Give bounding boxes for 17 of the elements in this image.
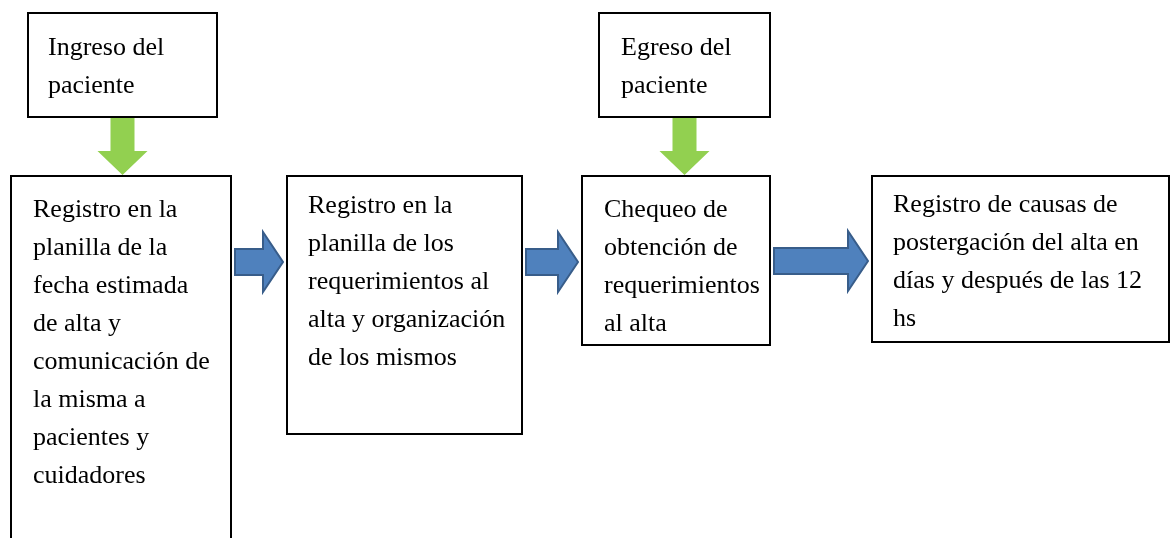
box-text: Egreso del paciente [621,31,733,101]
block-arrow [773,227,870,295]
box-text: Chequeo de obtención de requerimientos al alta [604,193,759,339]
block-arrow [525,228,580,296]
block-arrow [659,118,710,175]
process-box [27,12,218,118]
block-arrow [234,228,285,296]
box-text: Registro en la planilla de la fecha estimada de alta y comunicación de la misma a pacientes y cuidadores [33,193,211,491]
block-arrow [97,118,148,175]
process-box [286,175,523,435]
box-text: Ingreso del paciente [48,31,166,101]
process-box [10,175,232,538]
box-text: Registro de causas de postergación del alta en días y después de las 12 hs [893,188,1144,334]
box-text: Registro en la planilla de los requerimientos al alta y organización de los mismos [308,189,507,373]
process-box [598,12,771,118]
process-box [871,175,1170,343]
process-box [581,175,771,346]
